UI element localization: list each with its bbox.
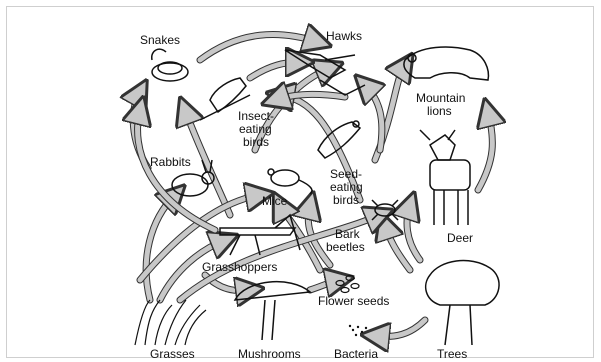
label-flower-seeds: Flower seeds bbox=[318, 295, 389, 308]
label-grasshoppers: Grasshoppers bbox=[202, 261, 277, 274]
arrow-grasshoppers-to-insect-birds bbox=[185, 110, 230, 215]
arrow-trees-to-bacteria bbox=[375, 320, 425, 337]
trees-illustration bbox=[426, 261, 499, 345]
label-trees: Trees bbox=[437, 348, 467, 361]
label-seed-eating-birds-line-3: birds bbox=[333, 194, 359, 207]
label-deer: Deer bbox=[447, 232, 473, 245]
label-mice: Mice bbox=[262, 195, 287, 208]
label-bacteria: Bacteria bbox=[334, 348, 378, 361]
mountain-lion-illustration bbox=[404, 47, 489, 80]
label-insect-eating-birds-line-3: birds bbox=[243, 136, 269, 149]
arrow-deer-to-mountain-lions bbox=[478, 112, 492, 190]
arrow-mushrooms-to-seeds bbox=[310, 280, 340, 290]
arrow-seed-birds-to-hawks bbox=[365, 85, 382, 150]
energy-flow-arrows bbox=[133, 35, 492, 337]
label-grasses: Grasses bbox=[150, 348, 195, 361]
bark-beetle-illustration bbox=[372, 200, 398, 220]
bacteria-illustration bbox=[349, 325, 367, 336]
deer-illustration bbox=[420, 130, 470, 225]
label-rabbits: Rabbits bbox=[150, 156, 191, 169]
arrow-mice-to-snakes bbox=[275, 94, 345, 100]
arrow-insect-birds-to-hawks bbox=[250, 62, 300, 78]
label-snakes: Snakes bbox=[140, 34, 180, 47]
arrow-grasshoppers-to-snakes bbox=[138, 110, 215, 230]
mouse-illustration bbox=[268, 169, 312, 194]
label-mountain-lions-line-2: lions bbox=[427, 105, 452, 118]
grasses-illustration bbox=[135, 300, 206, 345]
snake-illustration bbox=[152, 49, 188, 81]
label-hawks: Hawks bbox=[326, 30, 362, 43]
arrow-trees-to-deer bbox=[407, 205, 420, 260]
arrow-snakes-to-hawks bbox=[200, 35, 318, 60]
label-mushrooms: Mushrooms bbox=[238, 348, 301, 361]
label-bark-beetles-line-2: beetles bbox=[326, 241, 365, 254]
